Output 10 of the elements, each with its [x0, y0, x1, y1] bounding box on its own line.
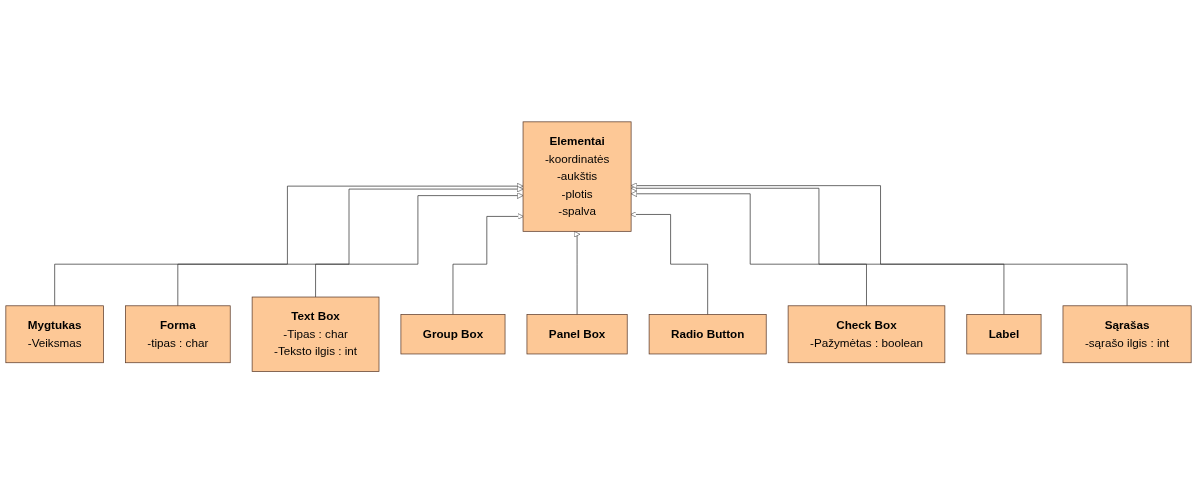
- node-box: Check Box -Pažymėtas : boolean: [787, 305, 946, 363]
- node-box: Radio Button: [648, 314, 767, 355]
- node-box: Forma -tipas : char: [125, 305, 231, 363]
- node-box: Panel Box: [526, 314, 628, 355]
- node-box: Group Box: [400, 314, 506, 355]
- node-box: Sąrašas -sąrašo ilgis : int: [1062, 305, 1192, 363]
- node-box: Mygtukas -Veiksmas: [5, 305, 104, 363]
- node-box: Elementai -koordinatės -aukštis -plotis -spalva: [522, 121, 632, 232]
- node-box: Label: [966, 314, 1042, 355]
- node-box: Text Box -Tipas : char -Teksto ilgis : int: [251, 296, 380, 372]
